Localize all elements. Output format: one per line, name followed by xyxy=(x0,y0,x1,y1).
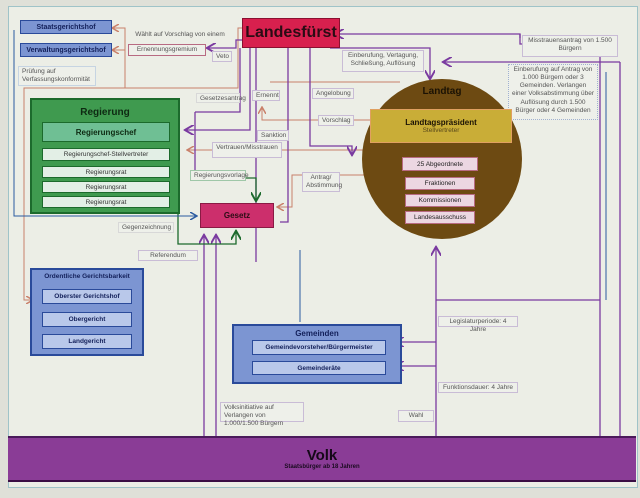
gemeinden-box: Gemeinden Gemeindevorsteher/Bürgermeiste… xyxy=(232,324,402,384)
regierungsvorlage-label: Regierungsvorlage xyxy=(190,170,249,181)
gemeinden-title: Gemeinden xyxy=(295,329,339,338)
landtag-president-box: Landtagspräsident Stellvertreter xyxy=(370,109,512,143)
verwaltungsgerichtshof-box: Verwaltungsgerichtshof xyxy=(20,43,112,57)
ernennt-label: Ernennt xyxy=(252,90,280,101)
landtag-member-label: Landesausschuss xyxy=(413,214,467,221)
ordentliche-title: Ordentliche Gerichtsbarkeit xyxy=(44,273,130,280)
ordentliche-gerichtsbarkeit-box: Ordentliche Gerichtsbarkeit Oberster Ger… xyxy=(30,268,144,356)
gesetzesantrag-label: Gesetzesantrag xyxy=(196,93,246,103)
regierung-title: Regierung xyxy=(80,107,130,118)
landtag-member-label: 25 Abgeordnete xyxy=(417,160,463,168)
angelobung-label: Angelobung xyxy=(312,88,354,99)
landtag-deputy-label: Stellvertreter xyxy=(422,127,460,134)
referendum-label: Referendum xyxy=(138,250,198,261)
landtag-member: 25 Abgeordnete xyxy=(402,157,478,171)
sanktion-label: Sanktion xyxy=(257,130,289,141)
vertrauen-label: Vertrauen/Misstrauen xyxy=(212,142,282,158)
gemeinden-row: Gemeindevorsteher/Bürgermeister xyxy=(252,340,386,355)
court-item: Obergericht xyxy=(42,312,132,327)
regierung-member: Regierungsrat xyxy=(42,166,170,178)
antrag-label: Antrag/ Abstimmung xyxy=(302,172,342,192)
volk-subtitle: Staatsbürger ab 18 Jahren xyxy=(284,464,360,471)
regierung-member: Regierungschef-Stellvertreter xyxy=(42,148,170,161)
landtag-president-label: Landtagspräsident xyxy=(405,118,477,127)
regierung-box: Regierung Regierungschef Regierungschef-… xyxy=(30,98,180,214)
volk-title: Volk xyxy=(306,446,338,464)
landtag-member-label: Kommissionen xyxy=(418,197,462,204)
funktionsdauer-label: Funktionsdauer: 4 Jahre xyxy=(438,382,518,393)
court-item: Oberster Gerichtshof xyxy=(42,289,132,304)
veto-label: Veto xyxy=(212,51,232,62)
landesfuerst-box: Landesfürst xyxy=(242,18,340,48)
court-item: Landgericht xyxy=(42,334,132,349)
regierung-member-label: Regierungschef-Stellvertreter xyxy=(63,151,149,158)
vorschlag-label: Vorschlag xyxy=(318,115,354,126)
regierung-member-label: Regierungsrat xyxy=(85,198,127,206)
landtag-member: Fraktionen xyxy=(405,177,475,190)
court-label: Landgericht xyxy=(68,338,106,345)
regierung-member: Regierungsrat xyxy=(42,196,170,208)
waehlt-label: Wählt auf Vorschlag von einem xyxy=(135,31,225,38)
gesetz-box: Gesetz xyxy=(200,203,274,228)
staatsgerichtshof-label: Staatsgerichtshof xyxy=(36,23,96,31)
wahl-label: Wahl xyxy=(398,410,434,422)
ernennungsgremium-box: Ernennungsgremium xyxy=(128,44,206,56)
gemeinden-row-label: Gemeinderäte xyxy=(297,364,341,372)
landtag-member: Landesausschuss xyxy=(405,211,475,224)
landesfuerst-title: Landesfürst xyxy=(245,24,337,41)
pruefung-label: Prüfung auf Verfassungskonformität xyxy=(18,66,96,86)
landtag-title: Landtag xyxy=(422,86,462,97)
gegenzeichnung-label: Gegenzeichnung xyxy=(118,222,174,233)
gemeinden-row-label: Gemeindevorsteher/Bürgermeister xyxy=(265,344,373,351)
legislaturperiode-label: Legislaturperiode: 4 Jahre xyxy=(438,316,518,333)
staatsgerichtshof-box: Staatsgerichtshof xyxy=(20,20,112,34)
gemeinden-row: Gemeinderäte xyxy=(252,361,386,375)
regierung-member: Regierungsrat xyxy=(42,181,170,193)
landtag-member-label: Fraktionen xyxy=(424,180,456,187)
verwaltungsgerichtshof-label: Verwaltungsgerichtshof xyxy=(26,46,106,54)
court-label: Obergericht xyxy=(68,316,106,323)
gesetz-title: Gesetz xyxy=(223,211,251,220)
volksinitiative-label: Volksinitiative auf Verlangen von 1.000/… xyxy=(220,402,304,427)
court-label: Oberster Gerichtshof xyxy=(54,293,120,300)
regierungschef-label: Regierungschef xyxy=(75,127,137,137)
regierung-member-label: Regierungsrat xyxy=(85,183,127,191)
regierung-member-label: Regierungsrat xyxy=(85,168,127,176)
einberufung-label: Einberufung, Vertagung, Schließung, Aufl… xyxy=(342,50,424,72)
volk-bar: Volk Staatsbürger ab 18 Jahren xyxy=(8,436,636,482)
misstrauensantrag-label: Misstrauensantrag von 1.500 Bürgern xyxy=(522,35,618,57)
einberufung-antrag-label: Einberufung auf Antrag von 1.000 Bürgern… xyxy=(508,64,598,120)
landtag-member: Kommissionen xyxy=(405,194,475,207)
regierungschef-box: Regierungschef xyxy=(42,122,170,142)
